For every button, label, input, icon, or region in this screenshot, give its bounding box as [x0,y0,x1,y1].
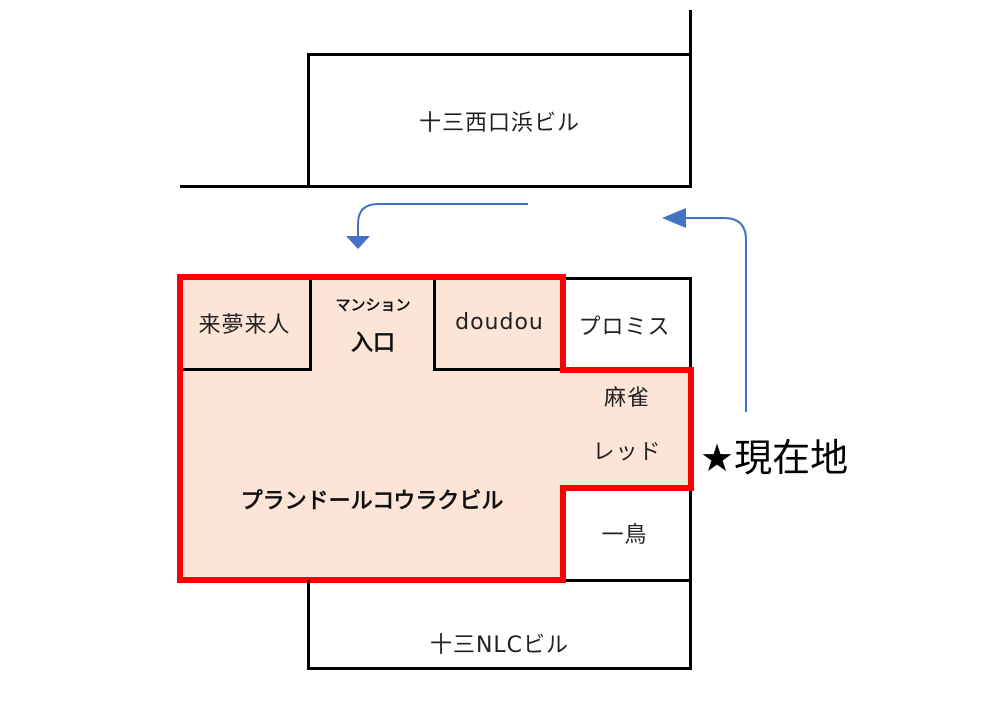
shop-label: 一鳥 [601,522,648,548]
building-label: 十三NLCビル [429,632,570,658]
highlight-border [688,367,694,491]
highlight-border [560,485,566,583]
highlight-border [560,367,694,373]
entrance-line2: 入口 [350,331,395,356]
shop-doudou: doudou [433,277,563,371]
main-building-label: プランドールコウラクビル [240,489,504,514]
shop-ittori: 一鳥 [560,486,692,582]
shop-mahjong-red: 麻雀 レッド [563,370,691,488]
highlight-border [560,485,694,491]
building-juso-nishiguchi-hama: 十三西口浜ビル [307,53,692,188]
shop-label: doudou [455,310,544,335]
arrow-left-down-icon [357,203,528,236]
shop-label: 来夢来人 [198,312,291,338]
highlight-border [177,274,566,280]
mahjong-red-fill [563,370,691,488]
mahjong-line1: 麻雀 [603,386,650,411]
entrance-line1: マンション [335,296,411,314]
highlight-border [177,274,183,583]
arrow-head-down-icon [346,236,370,249]
mahjong-line2: レッド [592,440,662,465]
current-location-marker: ★現在地 [700,436,849,480]
building-juso-nlc: 十三NLCビル [307,580,692,670]
shop-label: プロミス [578,314,671,340]
arrow-up-left-icon [686,217,747,412]
building-prandor-kourakubiru [180,277,564,580]
highlight-border [560,274,566,373]
mansion-entrance[interactable]: マンション 入口 [312,290,434,370]
shop-raimu-raito: 来夢来人 [180,277,312,371]
highlight-border [177,577,566,583]
road-edge-horizontal [180,185,310,188]
building-label: 十三西口浜ビル [418,110,580,136]
arrow-head-left-icon [662,208,686,228]
